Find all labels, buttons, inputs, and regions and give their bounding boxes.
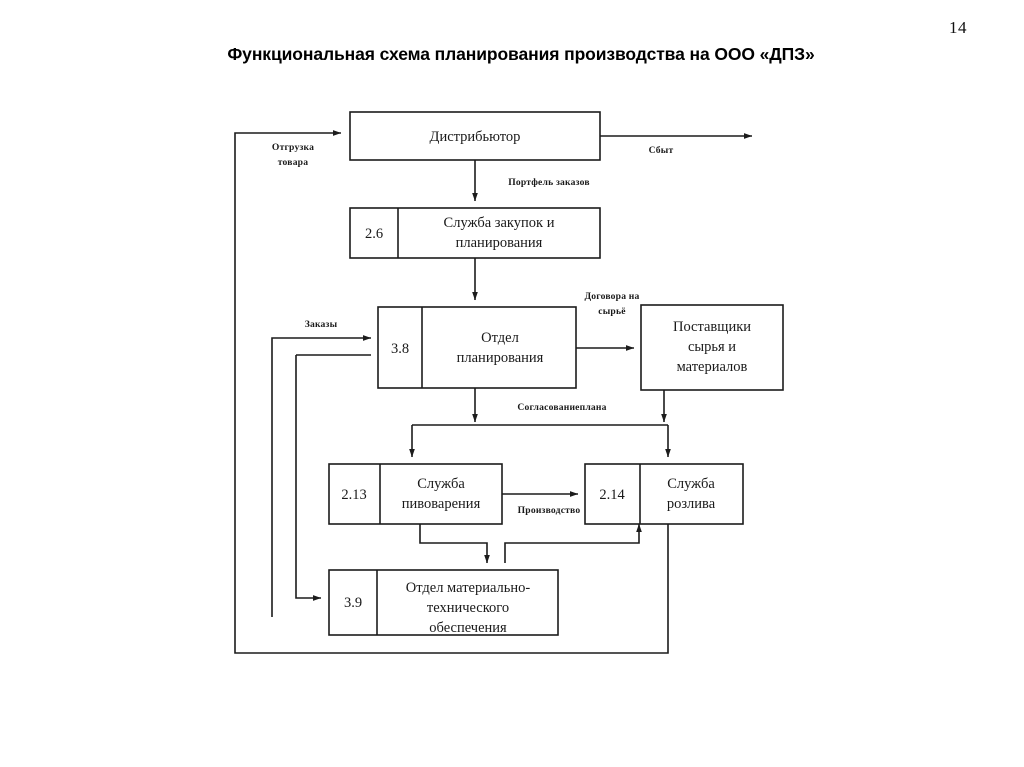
node-procurement-code: 2.6: [365, 226, 383, 242]
edge-label-layer: Отгрузка товара Сбыт Портфель заказов За…: [272, 142, 674, 516]
node-brewing[interactable]: 2.13 Служба пивоварения: [328, 463, 503, 525]
node-logistics[interactable]: 3.9 Отдел материально- технического обес…: [328, 569, 559, 636]
node-planning-code: 3.8: [391, 341, 409, 357]
connector-outer-return-loop: [234, 130, 669, 654]
connector-brewing-to-logistics: [419, 524, 490, 564]
connector-orders-into-planning: [271, 335, 372, 617]
node-procurement[interactable]: 2.6 Служба закупок и планирования: [349, 207, 601, 259]
node-logistics-label-line1: Отдел материально-: [406, 580, 531, 596]
node-logistics-label-line2: технического: [427, 600, 509, 616]
edge-label-shipment-line2: товара: [278, 157, 308, 168]
node-planning[interactable]: 3.8 Отдел планирования: [377, 306, 577, 389]
node-procurement-label-line2: планирования: [456, 235, 543, 251]
node-suppliers-label-line2: сырья и: [688, 339, 736, 355]
node-procurement-label-line1: Служба закупок и: [444, 215, 555, 231]
edge-label-production: Производство: [518, 505, 581, 516]
page-number: 14: [949, 18, 967, 37]
node-suppliers[interactable]: Поставщики сырья и материалов: [640, 304, 784, 391]
connector-layer: [234, 130, 753, 654]
page-title: Функциональная схема планирования произв…: [227, 44, 815, 64]
edge-label-orders: Заказы: [305, 319, 338, 330]
edge-label-order-portfolio: Портфель заказов: [508, 177, 590, 188]
edge-label-raw-contracts-line2: сырьё: [598, 306, 626, 317]
node-bottling-label-line1: Служба: [667, 476, 715, 492]
node-bottling-label-line2: розлива: [667, 496, 716, 512]
edge-label-raw-contracts-line1: Договора на: [584, 291, 639, 302]
node-logistics-label-line3: обеспечения: [429, 620, 507, 636]
node-distributor-label: Дистрибьютор: [430, 129, 521, 145]
connector-logistics-to-planning: [295, 355, 322, 601]
node-logistics-code: 3.9: [344, 595, 362, 611]
node-planning-label-line2: планирования: [457, 350, 544, 366]
node-distributor[interactable]: Дистрибьютор: [349, 111, 601, 161]
node-bottling-code: 2.14: [599, 487, 625, 503]
node-bottling[interactable]: 2.14 Служба розлива: [584, 463, 744, 525]
node-brewing-label-line2: пивоварения: [402, 496, 481, 512]
connector-logistics-to-bottling: [504, 523, 642, 563]
edge-label-sales: Сбыт: [649, 145, 674, 156]
edge-label-shipment-line1: Отгрузка: [272, 142, 314, 153]
node-planning-label-line1: Отдел: [481, 330, 519, 346]
node-suppliers-label-line3: материалов: [677, 359, 748, 375]
node-layer: Дистрибьютор 2.6 Служба закупок и планир…: [328, 111, 784, 636]
node-suppliers-label-line1: Поставщики: [673, 319, 751, 335]
node-brewing-code: 2.13: [341, 487, 366, 503]
node-brewing-label-line1: Служба: [417, 476, 465, 492]
edge-label-plan-approval: Согласованиеплана: [517, 402, 606, 413]
